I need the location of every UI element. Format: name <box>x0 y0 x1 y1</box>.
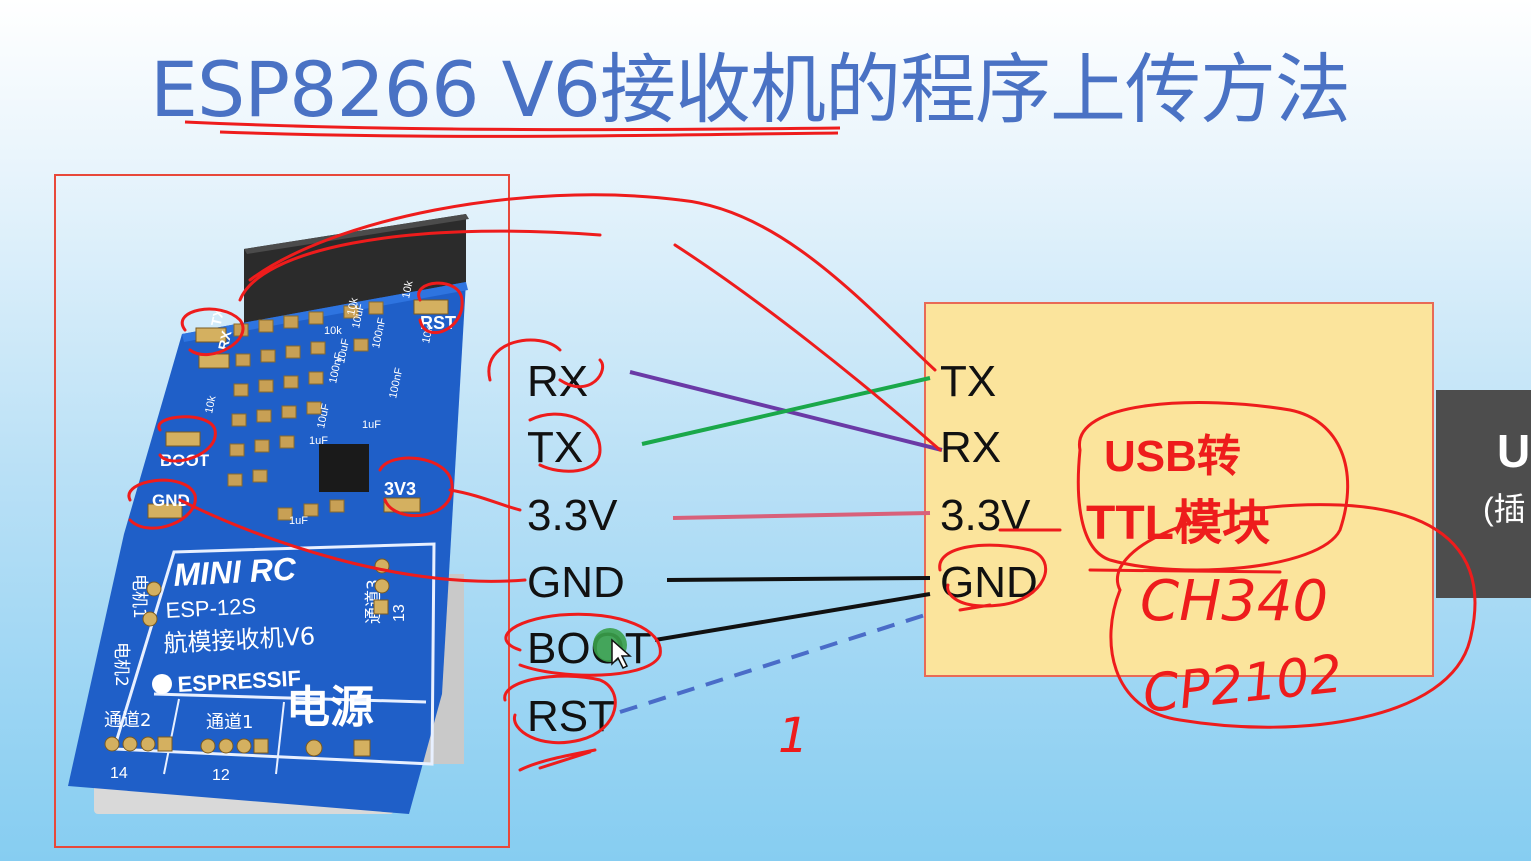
wire-rst-dashed <box>619 613 926 714</box>
espressif-logo-icon <box>152 674 172 694</box>
channel2-label: 通道2 <box>104 710 151 731</box>
receiver-board-render: RST BOOT GND 3V3 RX TX 10k 10uF 10k 100n… <box>68 214 469 814</box>
channel-num-12: 12 <box>212 767 230 784</box>
motor2-label: 电机2 <box>111 642 131 687</box>
left-pin-tx: TX <box>527 423 584 472</box>
channel1-label: 通道1 <box>206 712 253 733</box>
wire-gnd <box>666 576 931 582</box>
wire-tx-to-tx <box>641 376 931 446</box>
wire-3v3 <box>672 511 931 520</box>
wire-rx-to-rx <box>629 370 943 452</box>
pad-label-boot: BOOT <box>160 451 210 470</box>
pad-label-3v3: 3V3 <box>384 479 416 499</box>
right-pin-rx: RX <box>940 423 1002 472</box>
handwritten-mark: 1 <box>778 708 809 764</box>
left-pin-boot: BOOT <box>527 624 652 673</box>
wire-boot-gnd <box>654 592 931 642</box>
comp-label-6: 1uF <box>309 435 328 447</box>
left-pin-rx: RX <box>527 357 589 406</box>
channel-num-14: 14 <box>110 765 128 782</box>
power-label: 电源 <box>286 682 374 733</box>
comp-label-12: 1uF <box>362 419 381 431</box>
pad-label-gnd: GND <box>152 491 190 510</box>
slide-title: ESP8266 V6接收机的程序上传方法 <box>150 45 1351 134</box>
comp-label-7: 1uF <box>289 515 308 527</box>
comp-label-4: 10uF <box>315 402 332 429</box>
regulator-chip <box>319 444 369 492</box>
comp-label-0: 10k <box>324 325 342 337</box>
right-pin-tx: TX <box>940 357 997 406</box>
right-pin-gnd: GND <box>940 558 1038 607</box>
right-pin-3v3: 3.3V <box>940 491 1031 540</box>
left-pin-3v3: 3.3V <box>527 491 618 540</box>
left-pin-gnd: GND <box>527 558 625 607</box>
comp-label-8: 10k <box>203 394 219 414</box>
right-panel-text-small: (插 <box>1483 491 1526 527</box>
module-label-usb: USB转 <box>1104 432 1241 481</box>
module-label-ttl: TTL模块 <box>1086 497 1270 550</box>
module-esp12s: ESP-12S <box>165 593 257 623</box>
motor1-label: 电机1 <box>129 574 149 619</box>
left-pin-rst: RST <box>527 692 615 741</box>
pad-label-tx: TX <box>208 306 228 327</box>
brand-mini-rc: MINI RC <box>172 551 297 593</box>
usb-ttl-module-box <box>924 302 1434 677</box>
right-panel-text-big: U <box>1497 425 1531 477</box>
channel-num-13: 13 <box>391 604 408 622</box>
